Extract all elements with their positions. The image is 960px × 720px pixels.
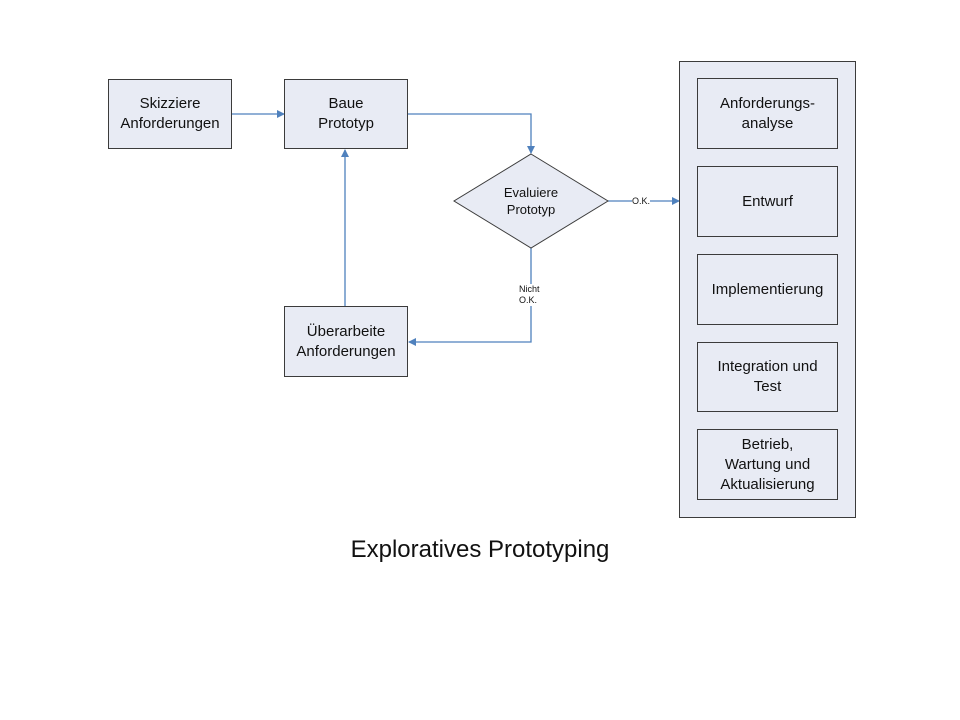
evaluiere-diamond [453, 153, 609, 249]
edge-label-ok: O.K. [632, 196, 651, 207]
phase-betrieb-wartung: Betrieb, Wartung und Aktualisierung [697, 429, 838, 500]
diagram-caption: Exploratives Prototyping [350, 536, 610, 563]
arrow-baue-to-evaluiere [408, 113, 535, 154]
baue-prototyp-box: Baue Prototyp [284, 79, 408, 149]
skizziere-anforderungen-box: Skizziere Anforderungen [108, 79, 232, 149]
edge-label-nicht-ok: Nicht O.K. [519, 284, 540, 306]
phase-integration-und-test: Integration und Test [697, 342, 838, 412]
phase-entwurf: Entwurf [697, 166, 838, 237]
arrow-evaluiere-to-ueberarbeite [408, 248, 532, 346]
ueberarbeite-anforderungen-box: Überarbeite Anforderungen [284, 306, 408, 377]
phase-anforderungsanalyse: Anforderungs- analyse [697, 78, 838, 149]
evaluiere-prototyp-label: Evaluiere Prototyp [503, 185, 559, 217]
phase-implementierung: Implementierung [697, 254, 838, 325]
